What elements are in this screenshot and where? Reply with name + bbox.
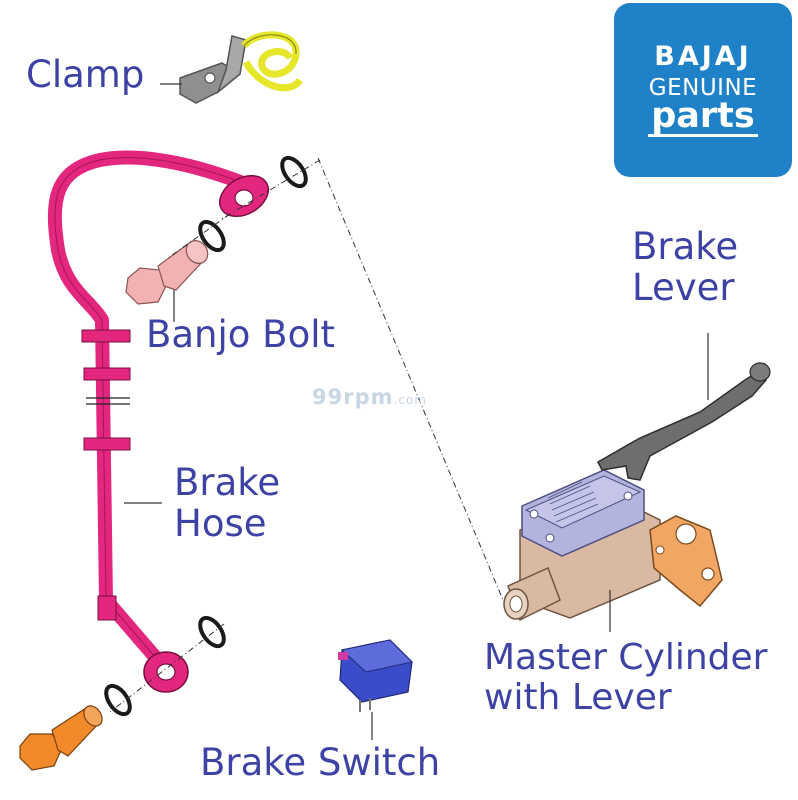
- watermark-suffix: .com: [393, 393, 427, 407]
- bajaj-genuine-parts-logo: BAJAJ GENUINE parts: [614, 3, 792, 177]
- brake-switch-label: Brake Switch: [200, 742, 440, 783]
- banjo-bolt-icon: [125, 240, 209, 305]
- master-cylinder-icon: [503, 469, 723, 622]
- brake-hose-label: Brake Hose: [174, 462, 280, 545]
- logo-underline: [648, 134, 758, 137]
- logo-parts: parts: [651, 96, 755, 136]
- washer-icon: [104, 155, 308, 717]
- brake-hose-icon: [47, 150, 269, 693]
- master-cylinder-label-line2: with Lever: [484, 677, 672, 719]
- master-cylinder-label-line1: Master Cylinder: [484, 637, 768, 678]
- banjo-bolt-label-text: Banjo Bolt: [146, 313, 335, 356]
- banjo-bolt-icon: [19, 705, 103, 771]
- brake-hose-label-line2: Hose: [174, 502, 267, 546]
- logo-brand: BAJAJ: [654, 41, 752, 72]
- alignment-lines: [109, 157, 509, 713]
- clamp-label-text: Clamp: [26, 53, 145, 96]
- brake-switch-icon: [338, 639, 414, 712]
- banjo-bolt-label: Banjo Bolt: [146, 314, 335, 355]
- clamp-label: Clamp: [26, 54, 144, 95]
- brake-lever-label-line1: Brake: [632, 225, 739, 268]
- master-cylinder-label: Master Cylinder with Lever: [484, 637, 768, 719]
- brake-lever-icon: [597, 362, 771, 481]
- brake-switch-label-text: Brake Switch: [200, 741, 441, 784]
- clamp-part-icon: [176, 25, 303, 110]
- watermark-main: 99rpm: [312, 385, 394, 409]
- logo-genuine: GENUINE: [648, 75, 758, 101]
- brake-lever-label: Brake Lever: [632, 226, 738, 309]
- watermark: 99rpm.com: [312, 385, 427, 409]
- brake-hose-label-line1: Brake: [174, 461, 281, 504]
- brake-lever-label-line2: Lever: [632, 266, 735, 310]
